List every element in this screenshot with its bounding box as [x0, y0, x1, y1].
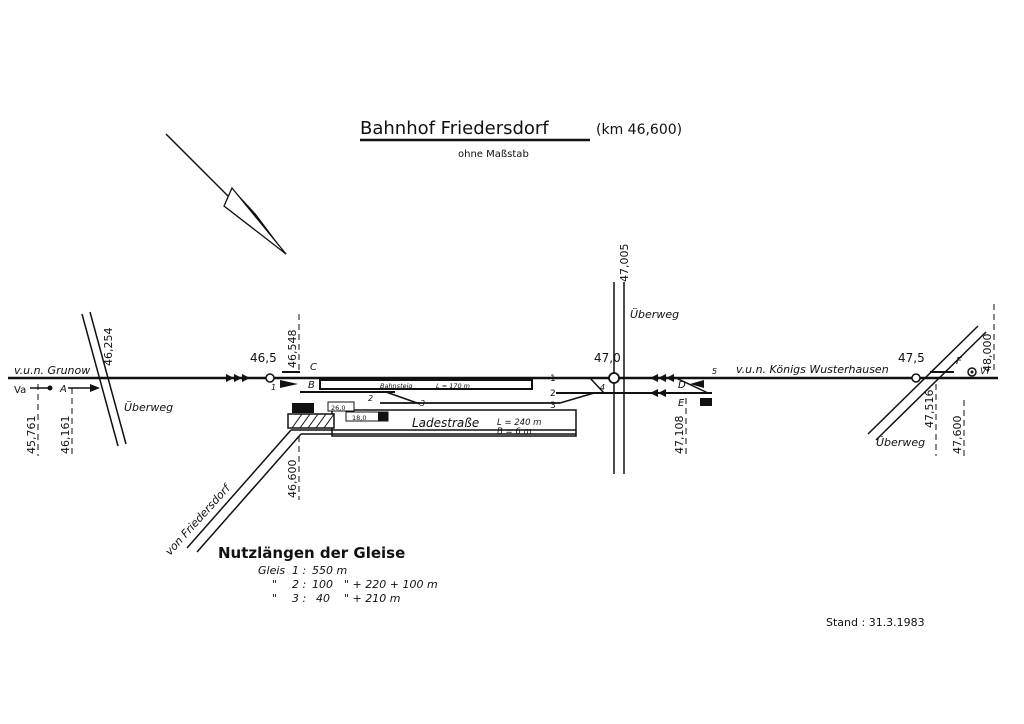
km-mark-48000: 48,000: [981, 304, 995, 373]
km-mark-46161: 46,161: [59, 388, 73, 456]
loading-road-width: B = 6 m: [497, 427, 532, 437]
ramp-label-1: 26,0: [331, 404, 345, 412]
dest-left: v.u.n. Grunow: [14, 364, 90, 377]
level-crossing-east: [867, 325, 987, 441]
useful-length-row-2-num: 2 :: [292, 578, 306, 591]
signal-e: E: [678, 398, 712, 409]
svg-text:A: A: [59, 384, 67, 395]
km-mark-470: 47,0: [594, 351, 621, 365]
platform-name: Bahnsteig: [380, 382, 413, 390]
direction-arrows-east-1: [650, 374, 674, 382]
direction-arrows-west: [226, 374, 250, 382]
useful-length-row-2-prefix: ": [272, 578, 277, 591]
useful-length-row-3-prefix: ": [272, 592, 277, 605]
switch-number-5: 5: [712, 367, 717, 376]
track-number-2: 2: [550, 389, 556, 399]
svg-text:47,516: 47,516: [923, 390, 936, 429]
svg-text:46,161: 46,161: [59, 416, 72, 455]
track-number-3: 3: [550, 401, 556, 411]
svg-text:F: F: [956, 356, 962, 367]
branch-line: [186, 429, 292, 549]
km-post-475: [911, 373, 921, 383]
km-mark-47108: 47,108: [673, 398, 687, 456]
platform-length: L = 170 m: [436, 382, 470, 390]
useful-length-row-1-prefix: Gleis: [258, 564, 285, 577]
useful-length-row-2-extra: " + 220 + 100 m: [344, 578, 438, 591]
subtitle: ohne Maßstab: [458, 149, 529, 160]
crossing-label-middle: Überweg: [630, 308, 679, 321]
platform: [319, 379, 533, 390]
km-post-465: [265, 373, 275, 383]
signal-b: B: [280, 380, 315, 391]
direction-arrows-east-2: [650, 389, 666, 397]
switch-number-1: 1: [271, 383, 276, 392]
km-mark-46254: 46,254: [102, 328, 115, 367]
track-number-1: 1: [550, 374, 556, 384]
signal-f: F: [930, 356, 977, 377]
svg-text:46,548: 46,548: [286, 330, 299, 369]
north-arrow-icon: [165, 133, 287, 255]
ramp-label-2: 18,0: [352, 414, 366, 422]
svg-text:D: D: [678, 380, 686, 391]
km-mark-45761: 45,761: [25, 384, 39, 456]
km-mark-47005: 47,005: [618, 244, 631, 283]
useful-length-row-3-num: 3 :: [292, 592, 306, 605]
km-mark-46548: 46,548: [286, 314, 300, 372]
svg-text:45,761: 45,761: [25, 416, 38, 455]
useful-length-row-1-value: 550 m: [312, 564, 347, 577]
useful-lengths-heading: Nutzlängen der Gleise: [218, 544, 405, 562]
svg-text:47,108: 47,108: [673, 416, 686, 455]
km-mark-47600: 47,600: [951, 400, 965, 456]
svg-text:E: E: [678, 398, 685, 409]
svg-text:47,600: 47,600: [951, 416, 964, 455]
km-mark-47516: 47,516: [923, 384, 937, 456]
crossing-label-east: Überweg: [876, 436, 925, 449]
stand-date: Stand : 31.3.1983: [826, 616, 925, 629]
switch-number-3: 3: [420, 399, 425, 408]
svg-text:B: B: [308, 380, 315, 391]
loading-road-length: L = 240 m: [497, 418, 541, 428]
signal-va: Va: [14, 385, 53, 396]
level-crossing-west: [81, 311, 127, 447]
useful-length-row-3-extra: " + 210 m: [344, 592, 400, 605]
signal-a: A: [59, 384, 100, 395]
km-mark-475: 47,5: [898, 351, 925, 365]
crossing-label-west: Überweg: [124, 401, 173, 414]
svg-text:C: C: [310, 362, 317, 373]
signal-d: D: [678, 380, 704, 391]
switch-number-2: 2: [368, 394, 373, 403]
svg-text:46,600: 46,600: [286, 460, 299, 499]
signal-vf: Vf: [980, 367, 991, 377]
useful-length-row-1-num: 1 :: [292, 564, 306, 577]
useful-length-row-2-value: 100: [312, 578, 333, 591]
svg-text:48,000: 48,000: [981, 334, 994, 373]
useful-length-row-3-value: 40: [316, 592, 330, 605]
svg-text:Va: Va: [14, 385, 26, 396]
station-buildings: [287, 401, 389, 429]
title-km: (km 46,600): [596, 122, 682, 138]
dest-right: v.u.n. Königs Wusterhausen: [736, 363, 889, 376]
title: Bahnhof Friedersdorf: [360, 118, 549, 139]
switch-number-4: 4: [600, 383, 605, 392]
km-post-470: [608, 372, 620, 384]
km-mark-465: 46,5: [250, 351, 277, 365]
km-mark-46600: 46,600: [286, 436, 300, 500]
signal-c: C: [282, 362, 317, 373]
loading-road-name: Ladestraße: [412, 416, 479, 430]
